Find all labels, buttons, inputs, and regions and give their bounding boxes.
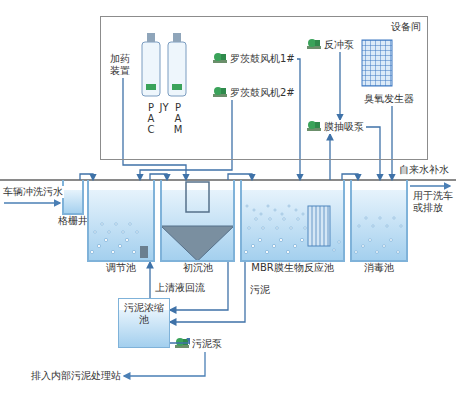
- sludge-pump: 污泥泵: [190, 337, 224, 351]
- pump-icon: [307, 121, 321, 131]
- pipe-connector: [366, 127, 380, 180]
- edge-label: 污泥: [249, 284, 271, 296]
- node-label: 加药装置: [110, 53, 130, 77]
- tank-label: MBR膜生物反应池: [250, 262, 334, 274]
- node-label: 反冲泵: [324, 39, 354, 51]
- outflow-arrow: [410, 185, 450, 186]
- node-label: 污泥浓缩池: [124, 302, 164, 326]
- sludge-thickener: 污泥浓缩池: [118, 298, 170, 348]
- pipe-connector: [170, 343, 190, 344]
- dosing-tanks: [142, 33, 186, 96]
- tank-label: 格栅井: [57, 215, 89, 227]
- tank-label: 消毒池: [363, 262, 395, 274]
- pump-icon: [307, 39, 321, 49]
- roots-blower: 罗茨鼓风机2#: [228, 86, 297, 100]
- blower-icon: [213, 53, 227, 63]
- inflow-label: 车辆冲洗污水: [2, 186, 64, 198]
- sludge-out-arrow: [124, 352, 205, 376]
- outflow-label: 用于洗车或排放: [412, 190, 454, 214]
- centre-well: [186, 182, 209, 212]
- node-label: 污泥泵: [192, 338, 222, 350]
- node-label: 罗茨鼓风机1#: [230, 53, 295, 65]
- disinfection-tank: 消毒池: [350, 180, 408, 262]
- membrane-suction-pump: 膜抽吸泵: [322, 120, 366, 134]
- blower-icon: [213, 87, 227, 97]
- screen-well: 格栅井: [62, 180, 84, 215]
- equipment-room: 设备间加药装置 罗茨鼓风机1# 罗茨鼓风机2# 反冲泵臭氧发生器膜抽吸泵: [100, 16, 428, 160]
- chemical-label: PAC: [145, 102, 157, 135]
- equalization-tank: 调节池: [87, 180, 155, 262]
- pipe-connector: [140, 100, 232, 180]
- sludge-disposal-label: 排入内部污泥处理站: [30, 370, 122, 382]
- pipe-connector: [149, 262, 150, 298]
- backwash-pump: 反冲泵: [322, 38, 356, 52]
- sludge-hopper: [161, 226, 234, 261]
- chemical-label: JY: [158, 102, 170, 113]
- pipe-connector: [123, 78, 186, 180]
- makeup-water-label: 自来水补水: [398, 164, 450, 176]
- chemical-label: PAM: [172, 102, 184, 135]
- pipe-connector: [391, 106, 392, 180]
- submersible-pump: [140, 246, 148, 258]
- mbr-tank: MBR膜生物反应池: [240, 180, 345, 262]
- ozone-cabinet: [362, 40, 392, 86]
- membrane-module: [308, 206, 330, 246]
- edge-label: 上清液回流: [154, 282, 206, 294]
- pipe-connector: [297, 59, 300, 180]
- aeration-bubbles: [90, 205, 402, 254]
- dosing-unit: 加药装置: [108, 52, 132, 78]
- node-label: 罗茨鼓风机2#: [230, 87, 295, 99]
- primary-clarifier: 初沉池: [160, 180, 235, 262]
- node-label: 臭氧发生器: [364, 93, 414, 105]
- ozone-generator: 臭氧发生器: [362, 92, 416, 106]
- inflow-arrow: [4, 202, 60, 203]
- room-title: 设备间: [391, 21, 421, 33]
- pipe-connector: [329, 134, 330, 180]
- pipe-connector: [339, 52, 340, 120]
- node-label: 膜抽吸泵: [324, 121, 364, 133]
- tank-label: 调节池: [105, 262, 137, 274]
- water-fill: [63, 190, 407, 347]
- roots-blower: 罗茨鼓风机1#: [228, 52, 297, 66]
- tank-label: 初沉池: [182, 262, 214, 274]
